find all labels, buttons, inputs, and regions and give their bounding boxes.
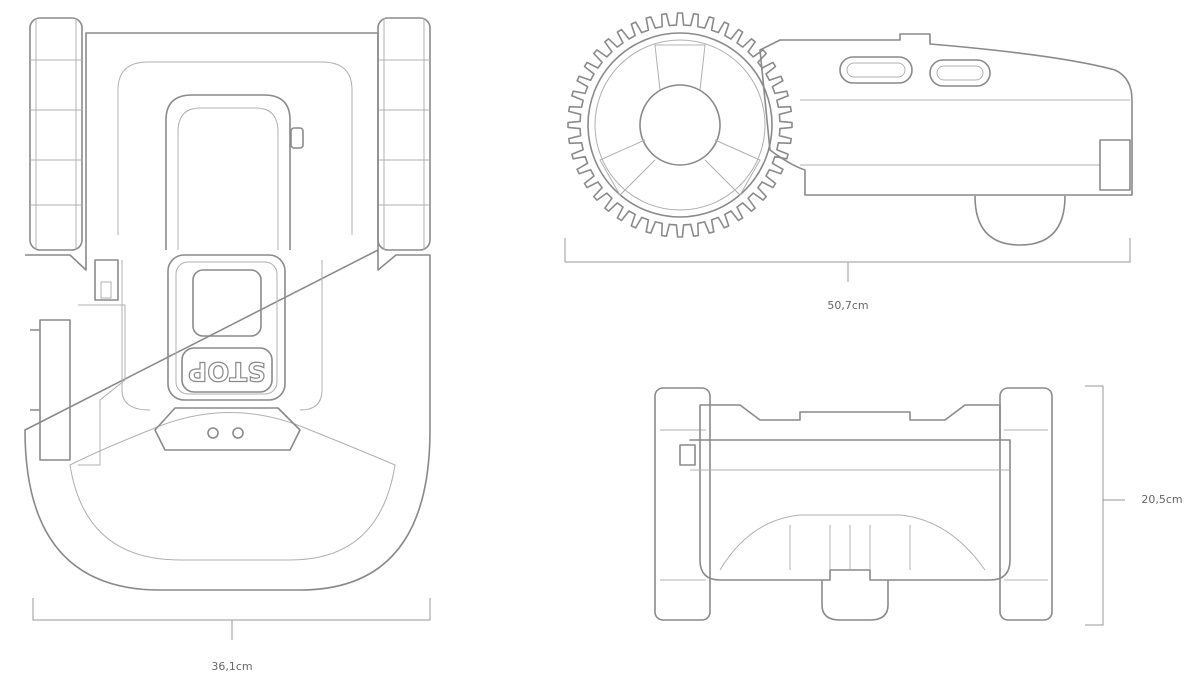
width-dimension-label: 36,1cm [211,660,253,673]
sensor [290,127,304,149]
front-caster [974,195,1066,246]
control-panel [167,254,286,401]
gear-wheel [567,12,793,238]
front-view-caster [821,580,889,621]
charging-contacts [94,259,119,301]
length-dimension-label: 50,7cm [827,299,869,312]
front-right-wheel [999,387,1053,621]
lower-body [24,249,431,591]
front-view [654,385,1125,626]
left-wheel [29,17,83,251]
upper-body [85,32,379,250]
stop-button[interactable] [181,347,273,393]
display [192,269,262,337]
side-body [759,33,1133,196]
right-wheel [377,17,431,251]
top-view: STOP [24,17,431,640]
height-dimension-label: 20,5cm [1141,493,1183,506]
front-left-wheel [654,387,711,621]
stop-button-label: STOP [188,356,266,386]
side-view [564,12,1133,282]
